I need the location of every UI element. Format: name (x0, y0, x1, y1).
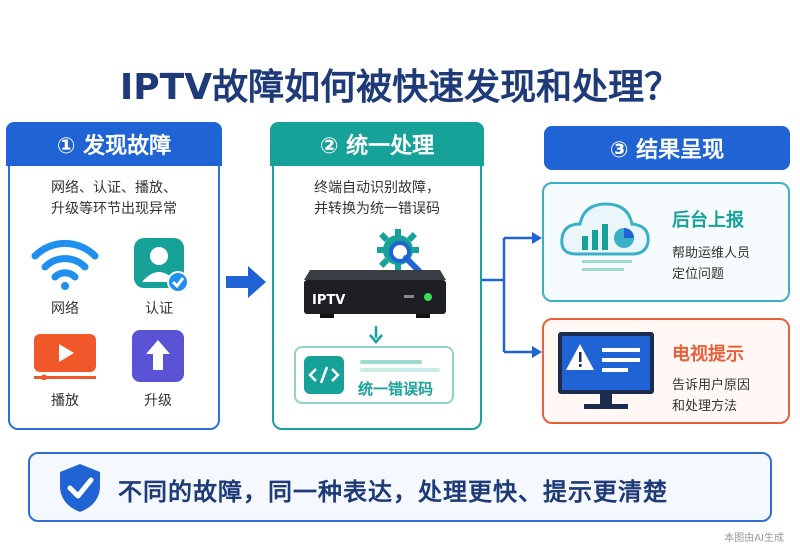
iptv-box-device (304, 270, 446, 318)
gear-search-icon (377, 229, 423, 275)
code-line-deco (360, 360, 422, 364)
page-title: IPTV故障如何被快速发现和处理？ (119, 67, 681, 108)
step3-header: ③ 结果呈现 (544, 126, 790, 170)
branch-arrows (482, 232, 542, 358)
error-code-label: 统一错误码 (358, 380, 434, 398)
tv-title: 电视提示 (672, 344, 744, 365)
tv-line1: 告诉用户原因 (672, 378, 751, 393)
summary-bar (28, 452, 772, 522)
backend-line2: 定位问题 (672, 267, 725, 282)
device-label: IPTV (312, 293, 346, 308)
backend-title: 后台上报 (672, 210, 744, 231)
shield-check-icon (60, 464, 100, 512)
summary-text: 不同的故障，同一种表达，处理更快、提示更清楚 (118, 478, 668, 506)
play-icon (34, 334, 96, 380)
code-icon (304, 356, 344, 394)
icon-label-upgrade: 升级 (144, 393, 172, 409)
step1-desc-line2: 升级等环节出现异常 (51, 201, 177, 217)
step2-header: ② 统一处理 (270, 122, 484, 166)
arrow-right-icon (226, 266, 266, 298)
upgrade-icon (132, 330, 184, 382)
arrow-down-icon (369, 326, 383, 344)
icon-label-network: 网络 (51, 301, 79, 317)
backend-line1: 帮助运维人员 (672, 246, 751, 261)
step1-header: ① 发现故障 (6, 122, 222, 166)
step1-desc-line1: 网络、认证、播放、 (51, 180, 177, 196)
ai-watermark: 本图由AI生成 (724, 533, 784, 544)
code-line-deco (360, 368, 440, 372)
icon-label-auth: 认证 (145, 301, 173, 317)
tv-warning-icon (558, 332, 654, 409)
user-verified-icon (134, 238, 189, 293)
cloud-chart-icon (560, 202, 650, 271)
tv-line2: 和处理方法 (672, 399, 738, 414)
icon-label-play: 播放 (51, 393, 79, 409)
step2-desc-line2: 并转换为统一错误码 (314, 201, 440, 217)
step2-desc-line1: 终端自动识别故障， (314, 180, 440, 196)
wifi-icon (31, 239, 99, 290)
